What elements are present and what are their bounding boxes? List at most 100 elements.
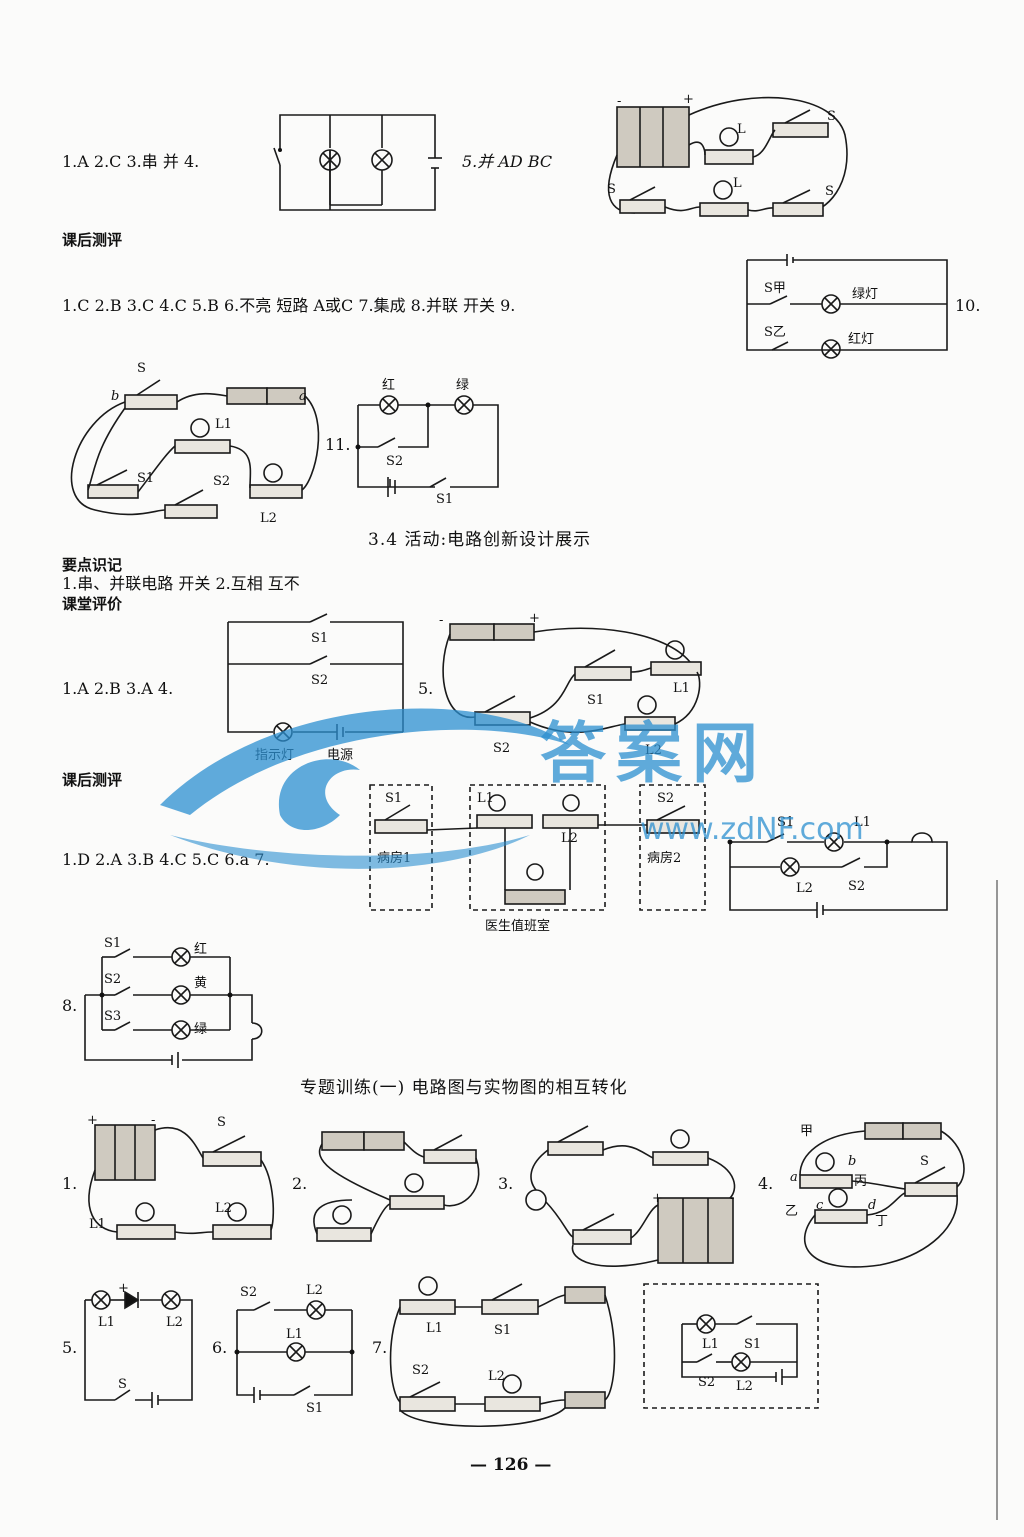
series-circuit-figure <box>273 114 442 211</box>
figure-label: S1 <box>137 471 154 486</box>
class-eval-q5-number: 5. <box>418 679 434 698</box>
figure-label: S2 <box>240 1285 257 1300</box>
figure-label: S2 <box>213 474 230 489</box>
section-title-3-4: 3.4 活动:电路创新设计展示 <box>368 530 592 550</box>
figure-label: 红 <box>382 377 395 393</box>
answer-q10-number: 10. <box>955 296 981 315</box>
figure-label: 指示灯 <box>255 748 294 763</box>
circuit-11-figure: 红 绿 S2 S1 <box>355 377 499 507</box>
figure-label: S1 <box>587 693 604 708</box>
topic-circuit-figure-6: S2 L2 L1 S1 <box>234 1283 355 1416</box>
class-eval-answers: 1.A 2.B 3.A 4. <box>62 679 174 698</box>
figure-label: S2 <box>657 791 674 806</box>
topic-title: 专题训练(一) 电路图与实物图的相互转化 <box>300 1078 628 1098</box>
figure-label: 医生值班室 <box>485 918 550 934</box>
watermark-text: 答案网 <box>540 715 768 792</box>
figure-label: S2 <box>386 454 403 469</box>
figure-label: S <box>920 1154 929 1169</box>
figure-label: L1 <box>854 815 871 830</box>
figure-label: S <box>118 1377 127 1392</box>
figure-label: - <box>439 613 443 628</box>
topic-circuit-figure-7-answer: L1 S1 S2 L2 <box>643 1283 819 1409</box>
figure-label: 乙 <box>785 1204 798 1219</box>
topic-physical-figure-1: +- S L1 L2 <box>87 1113 275 1240</box>
figure-label: + <box>652 1191 663 1206</box>
figure-label: S2 <box>412 1363 429 1378</box>
figure-label: L1 <box>673 681 690 696</box>
figure-label: S <box>827 109 836 124</box>
figure-label: b <box>111 389 119 404</box>
figure-label: S1 <box>777 815 794 830</box>
topic-physical-figure-4: 甲 a b 丙 S 乙 c d 丁 <box>785 1122 965 1268</box>
figure-label: S1 <box>385 791 402 806</box>
figure-label: 病房2 <box>647 850 681 866</box>
topic-number-7: 7. <box>372 1338 388 1357</box>
figure-label: S1 <box>494 1323 511 1338</box>
figure-label: - <box>730 1191 734 1206</box>
figure-label: L1 <box>426 1321 443 1336</box>
figure-label: L <box>733 176 742 191</box>
topic-number-1: 1. <box>62 1174 78 1193</box>
page-margin-line <box>996 880 998 1520</box>
key-points-head: 要点识记 <box>62 556 123 574</box>
switch-s-jia-label: S甲 <box>764 281 786 296</box>
figure-label: S3 <box>104 1009 121 1024</box>
red-lamp-label: 红灯 <box>848 331 874 347</box>
figure-label: S2 <box>311 673 328 688</box>
figure-label: a <box>790 1170 798 1185</box>
figure-label: S2 <box>698 1375 715 1390</box>
figure-label: S1 <box>311 631 328 646</box>
topic-circuit-figure-5: + L1 L2 S <box>84 1281 193 1408</box>
figure-label: 电源 <box>327 748 353 763</box>
figure-label: L1 <box>215 417 232 432</box>
physical-circuit-figure-10: S b a L1 S1 S2 L2 <box>70 361 320 526</box>
figure-label: + <box>87 1113 98 1128</box>
watermark-url: www.zdNF.com <box>640 812 864 847</box>
figure-label: 甲 <box>800 1124 813 1139</box>
figure-label: L2 <box>488 1369 505 1384</box>
figure-label: S1 <box>306 1401 323 1416</box>
topic-number-6: 6. <box>212 1338 228 1357</box>
figure-label: S <box>137 361 146 376</box>
figure-label: L2 <box>306 1283 323 1298</box>
green-lamp-label: 绿灯 <box>852 287 878 302</box>
figure-label: + <box>118 1281 129 1296</box>
figure-label: + <box>529 611 540 626</box>
figure-label: 红 <box>194 941 207 957</box>
figure-label: L1 <box>286 1327 303 1342</box>
after-class-head: 课后测评 <box>62 771 123 789</box>
figure-label: S <box>217 1115 226 1130</box>
physical-circuit-figure-1: -+ L S S L S <box>607 92 848 217</box>
figure-label: 丁 <box>875 1214 888 1229</box>
topic-physical-figure-7: L1 S1 S2 L2 <box>389 1276 616 1428</box>
figure-label: S <box>825 184 834 199</box>
figure-label: L1 <box>477 791 494 806</box>
topic-number-4: 4. <box>758 1174 774 1193</box>
figure-label: S1 <box>744 1337 761 1352</box>
figure-label: c <box>816 1198 824 1213</box>
answer-row-2: 1.C 2.B 3.C 4.C 5.B 6.不亮 短路 A或C 7.集成 8.并… <box>62 296 516 315</box>
topic-number-2: 2. <box>292 1174 308 1193</box>
figure-label: L2 <box>736 1379 753 1394</box>
figure-label: S2 <box>848 879 865 894</box>
figure-label: L2 <box>166 1315 183 1330</box>
figure-label: L1 <box>702 1337 719 1352</box>
hospital-call-circuit-figure: S1 病房1 L1 L2 S2 病房2 医生值班室 <box>369 784 706 934</box>
figure-label: S <box>607 182 616 197</box>
figure-label: L <box>737 122 746 137</box>
topic-physical-figure-2 <box>313 1131 480 1242</box>
figure-label: 黄 <box>194 976 207 991</box>
figure-label: L2 <box>645 743 662 758</box>
figure-label: L2 <box>215 1201 232 1216</box>
answer-q5: 5.并 AD BC <box>462 152 553 171</box>
figure-label: - <box>151 1113 155 1128</box>
circuit-9-figure: S甲 S乙 绿灯 红灯 <box>746 254 948 359</box>
key-points-answers: 1.串、并联电路 开关 2.互相 互不 <box>62 574 300 593</box>
circuit-3-4-q4-figure: S1 S2 指示灯 电源 <box>227 613 404 763</box>
topic-physical-figure-3: +- <box>525 1125 736 1267</box>
topic-number-5: 5. <box>62 1338 78 1357</box>
figure-label: 病房1 <box>377 850 411 866</box>
figure-label: S2 <box>493 741 510 756</box>
figure-label: S1 <box>104 936 121 951</box>
